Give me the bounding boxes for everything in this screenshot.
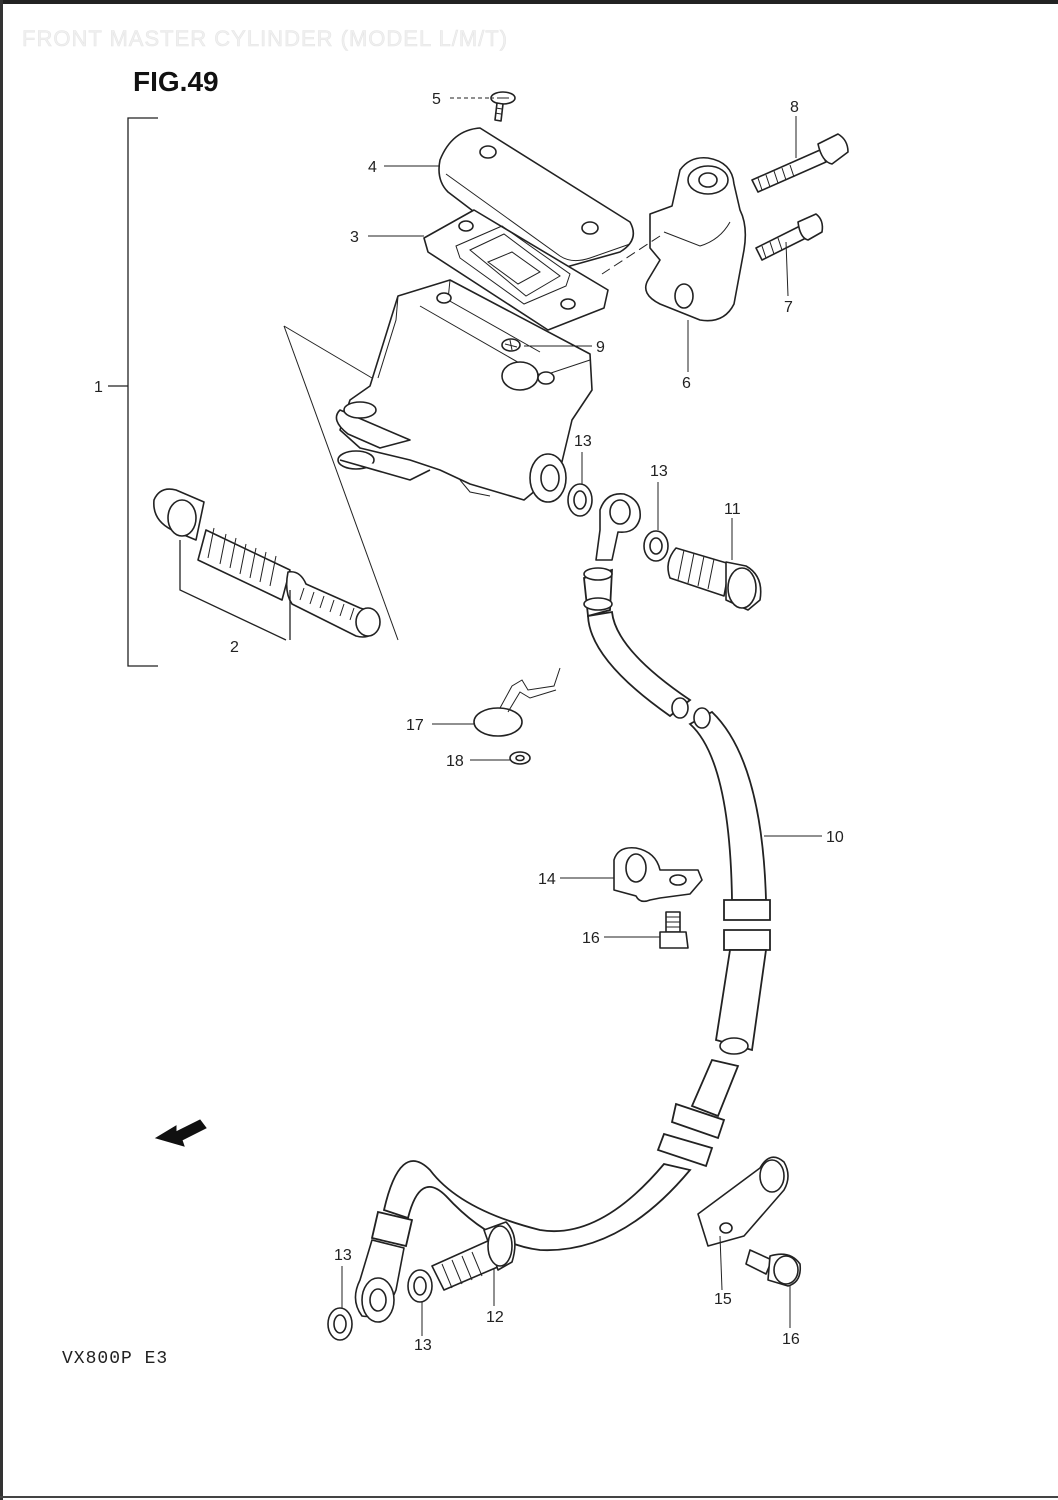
- callout-13: 13: [414, 1337, 432, 1354]
- callout-4: 4: [368, 159, 377, 176]
- callout-6: 6: [682, 375, 691, 392]
- callout-10: 10: [826, 829, 844, 846]
- part-8-bolt: [751, 133, 849, 193]
- part-4-reservoir-cap: [438, 127, 635, 270]
- callout-14: 14: [538, 871, 556, 888]
- callout-15: 15: [714, 1291, 732, 1308]
- part-3-diaphragm: [423, 209, 609, 331]
- part-14-hose-clamp: [613, 846, 703, 903]
- part-17-spring-clip: [473, 667, 561, 737]
- assembly-bracket: [108, 117, 158, 667]
- callout-13: 13: [574, 433, 592, 450]
- callout-2: 2: [230, 639, 239, 656]
- callout-16: 16: [782, 1331, 800, 1348]
- part-15-hose-bracket: [697, 1156, 789, 1247]
- faint-page-title: FRONT MASTER CYLINDER (MODEL L/M/T): [22, 26, 509, 52]
- figure-title: FIG.49: [133, 66, 219, 97]
- part-7-bolt: [755, 213, 824, 261]
- part-13-washer: [643, 530, 669, 562]
- callout-16: 16: [582, 930, 600, 947]
- fwd-arrow-icon: [154, 1119, 207, 1147]
- callout-11: 11: [724, 501, 741, 518]
- part-16-bolt: [659, 911, 689, 949]
- part-10-brake-hose: [354, 493, 771, 1323]
- callout-1: 1: [94, 379, 103, 396]
- callout-18: 18: [446, 753, 464, 770]
- callout-17: 17: [406, 717, 424, 734]
- callout-8: 8: [790, 99, 799, 116]
- part-2-piston-set: [153, 488, 381, 641]
- callout-3: 3: [350, 229, 359, 246]
- callout-13: 13: [334, 1247, 352, 1264]
- callout-5: 5: [432, 91, 441, 108]
- callout-13: 13: [650, 463, 668, 480]
- callout-7: 7: [784, 299, 793, 316]
- page-border-bottom: [0, 1496, 1058, 1498]
- callout-12: 12: [486, 1309, 504, 1326]
- leader-lines: [341, 97, 822, 1336]
- part-18-washer: [509, 751, 531, 765]
- part-12-banjo-bolt: [431, 1221, 516, 1291]
- part-16-bolt: [745, 1249, 802, 1287]
- part-13-washer: [407, 1269, 433, 1303]
- part-13-washer: [327, 1307, 353, 1341]
- part-9-bleeder-screw: [501, 338, 521, 352]
- part-11-banjo-bolt: [667, 547, 762, 611]
- part-1-master-cylinder-body: [283, 279, 593, 641]
- callout-labels: 1 2 3 4 5 6 7 8 9 10 11 12 13 13 13 13 1…: [94, 91, 844, 1354]
- part-6-handlebar-clamp: [601, 156, 747, 322]
- model-code: VX800P E3: [62, 1349, 169, 1369]
- part-13-washer: [567, 483, 593, 517]
- page-border-top: [0, 0, 1058, 4]
- page-border-left: [0, 0, 3, 1500]
- callout-9: 9: [596, 339, 605, 356]
- part-5-screw: [490, 91, 516, 122]
